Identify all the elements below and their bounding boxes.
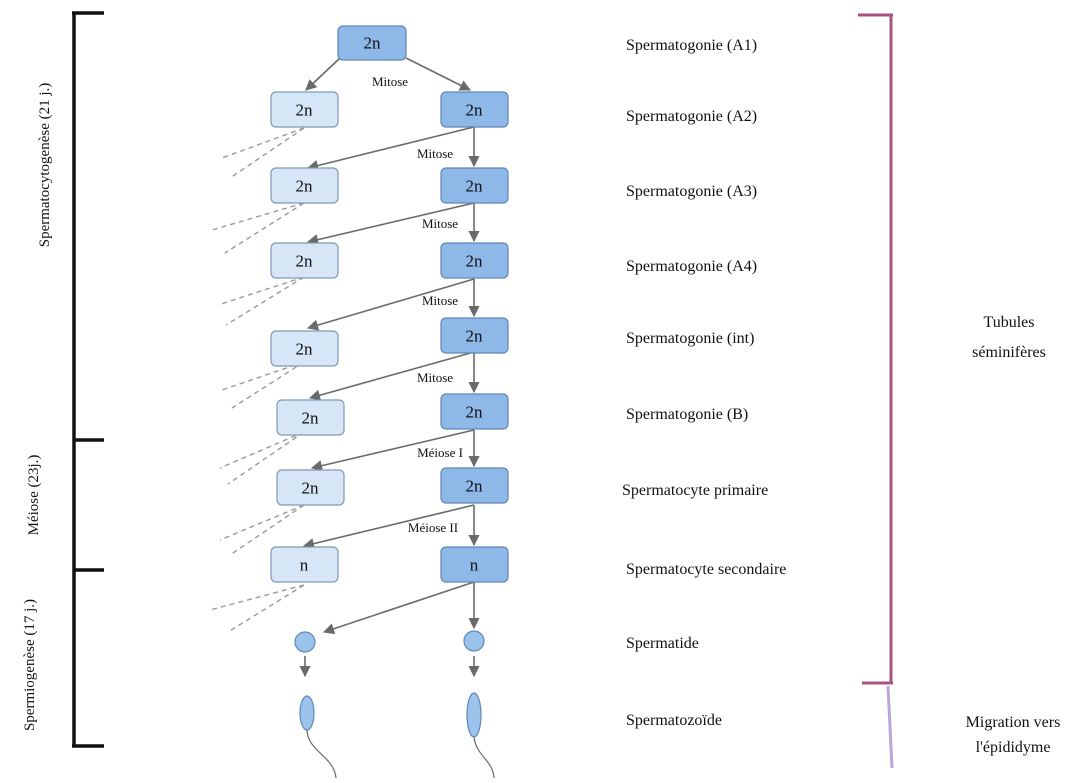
cell-label-b-right: 2n	[466, 403, 484, 422]
cell-box-int-left	[270, 330, 339, 367]
spermatid-left	[294, 631, 316, 653]
cell-label-a2-left: 2n	[296, 101, 314, 120]
process-label-mitose-4: Mitose	[422, 293, 458, 308]
cell-label-a1: 2n	[364, 34, 382, 53]
cell-box-a4-right	[440, 242, 509, 279]
cell-box-secondaire-right	[440, 546, 509, 583]
cell-box-a3-left	[270, 167, 339, 204]
cell-label-a3-left: 2n	[296, 177, 314, 196]
spermatozoon-left	[299, 695, 337, 779]
cell-label-int-left: 2n	[296, 340, 314, 359]
cell-box-a1	[337, 25, 407, 61]
stage-label-a4: Spermatogonie (A4)	[626, 258, 757, 275]
cell-label-a3-right: 2n	[466, 177, 484, 196]
process-label-mitose-2: Mitose	[417, 146, 453, 161]
cell-box-a2-right	[440, 91, 509, 128]
cell-label-secondaire-left: n	[300, 556, 309, 575]
stage-label-a2: Spermatogonie (A2)	[626, 108, 757, 125]
stage-label-a1: Spermatogonie (A1)	[626, 37, 757, 54]
location-label-migration: Migration vers	[966, 714, 1061, 731]
process-label-meiose-1: Méiose I	[417, 445, 463, 460]
cell-box-b-left	[276, 399, 345, 436]
cell-box-b-right	[440, 393, 509, 430]
cell-box-int-right	[440, 317, 509, 354]
cell-box-primaire-right	[440, 467, 509, 504]
stage-label-spermatozoide: Spermatozoïde	[626, 712, 722, 729]
location-label-seminiferes: séminifères	[972, 344, 1046, 361]
process-label-mitose-3: Mitose	[422, 216, 458, 231]
stage-label-int: Spermatogonie (int)	[626, 330, 754, 347]
spermatid-right	[463, 630, 485, 652]
cell-boxes: 2n 2n 2n 2n 2n 2n 2n 2n 2n 2n 2n 2n 2n	[270, 25, 509, 583]
location-label-epididyme: l'épididyme	[976, 739, 1051, 756]
spermatozoon-right	[466, 692, 495, 779]
cell-label-a4-right: 2n	[466, 252, 484, 271]
cell-label-a2-right: 2n	[466, 101, 484, 120]
cell-label-a4-left: 2n	[296, 252, 314, 271]
cell-box-a4-left	[270, 242, 339, 279]
bracket-epididymis-migration	[886, 685, 894, 769]
phase-label-meiose: Méiose (23j.)	[26, 455, 42, 536]
process-label-meiose-2: Méiose II	[408, 520, 458, 535]
apoptosis-dashes	[209, 127, 305, 633]
phase-label-spermatocytogenese: Spermatocytogenèse (21 j.)	[37, 83, 53, 248]
stage-label-primaire: Spermatocyte primaire	[622, 482, 768, 499]
cell-label-b-left: 2n	[302, 409, 320, 428]
phase-brackets	[72, 11, 104, 748]
division-arrows	[299, 57, 480, 678]
cell-label-primaire-left: 2n	[302, 479, 320, 498]
cell-label-int-right: 2n	[466, 327, 484, 346]
cell-label-primaire-right: 2n	[466, 477, 484, 496]
stage-label-secondaire: Spermatocyte secondaire	[626, 561, 786, 578]
cell-box-secondaire-left	[270, 546, 339, 583]
cell-box-a2-left	[270, 91, 339, 128]
location-label-tubules: Tubules	[984, 314, 1035, 331]
stage-label-spermatide: Spermatide	[626, 635, 699, 652]
cell-box-a3-right	[440, 167, 509, 204]
process-label-mitose-5: Mitose	[417, 370, 453, 385]
cell-label-secondaire-right: n	[470, 556, 479, 575]
stage-label-a3: Spermatogonie (A3)	[626, 183, 757, 200]
cell-box-primaire-left	[276, 469, 345, 506]
bracket-seminiferous-tubules	[858, 13, 893, 685]
phase-label-spermiogenese: Spermiogenèse (17 j.)	[22, 599, 38, 731]
process-label-mitose-1: Mitose	[372, 74, 408, 89]
stage-label-b: Spermatogonie (B)	[626, 406, 748, 423]
